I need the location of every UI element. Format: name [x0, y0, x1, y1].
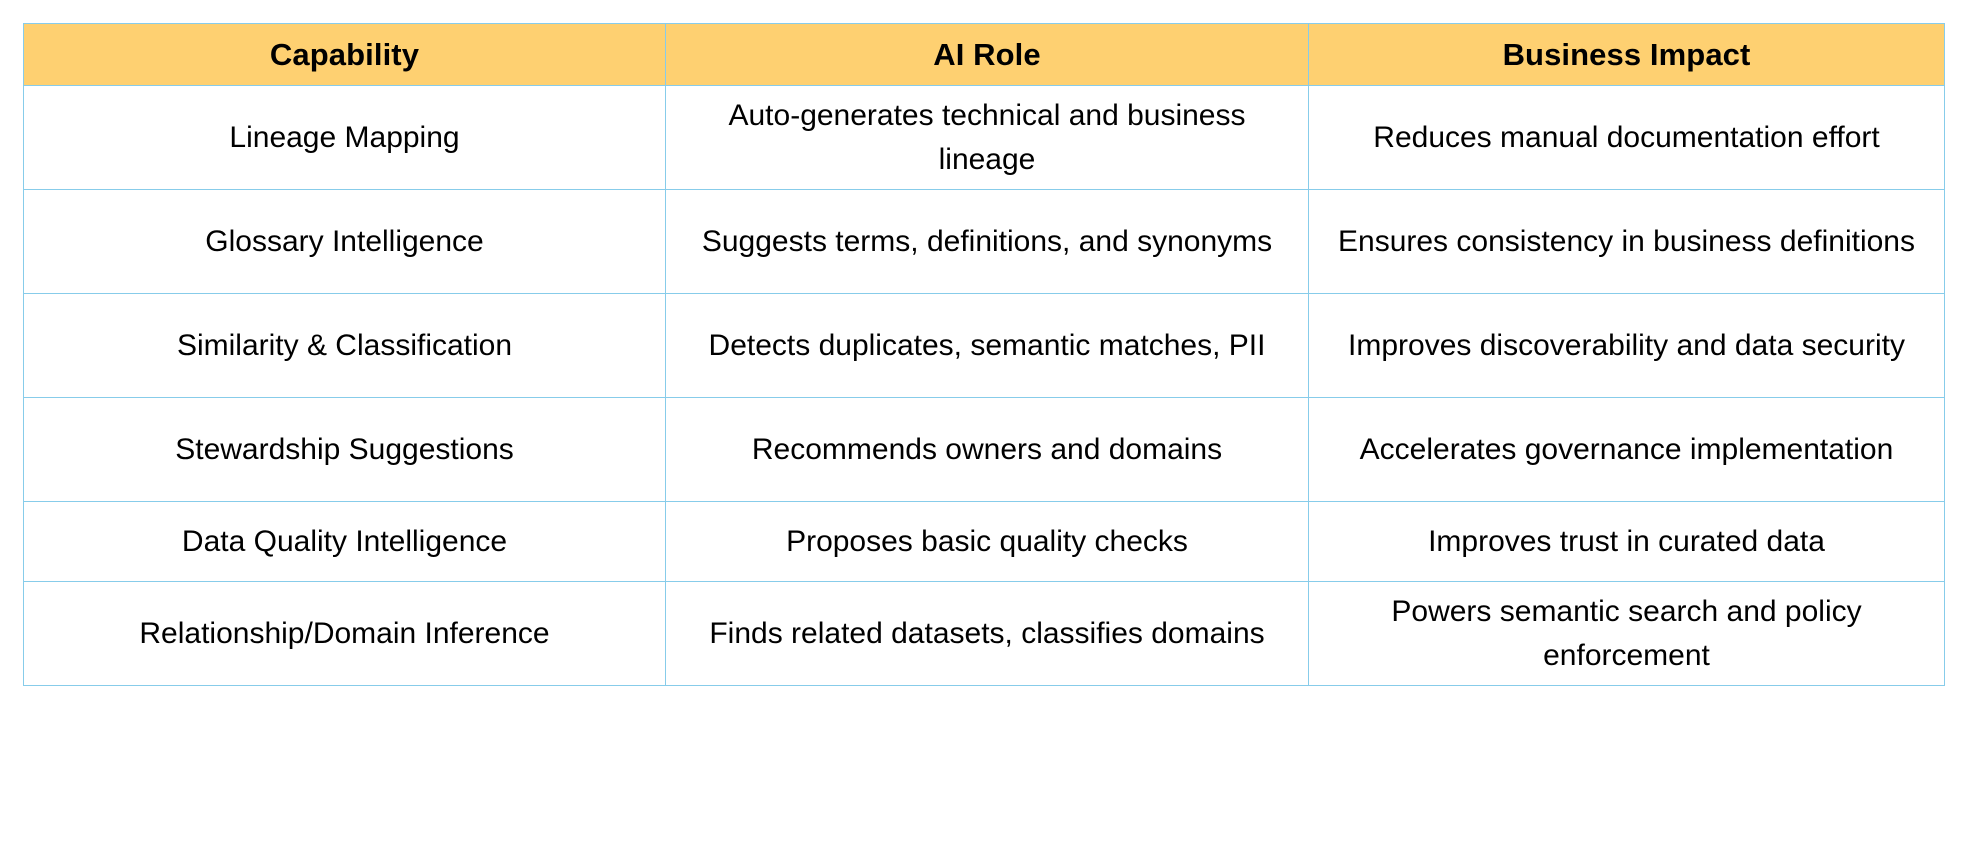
column-header-capability: Capability [23, 23, 666, 86]
table-row: Similarity & Classification Detects dupl… [23, 293, 1945, 398]
cell-business-impact: Reduces manual documentation effort [1308, 85, 1945, 190]
cell-business-impact: Improves discoverability and data securi… [1308, 293, 1945, 398]
cell-capability: Glossary Intelligence [23, 189, 666, 294]
table-body: Lineage Mapping Auto-generates technical… [23, 85, 1945, 686]
cell-ai-role: Detects duplicates, semantic matches, PI… [665, 293, 1309, 398]
cell-ai-role: Recommends owners and domains [665, 397, 1309, 502]
table-row: Data Quality Intelligence Proposes basic… [23, 501, 1945, 582]
column-header-business-impact: Business Impact [1308, 23, 1945, 86]
table-row: Glossary Intelligence Suggests terms, de… [23, 189, 1945, 294]
cell-capability: Similarity & Classification [23, 293, 666, 398]
cell-capability: Stewardship Suggestions [23, 397, 666, 502]
cell-business-impact: Powers semantic search and policy enforc… [1308, 581, 1945, 686]
cell-capability: Relationship/Domain Inference [23, 581, 666, 686]
cell-ai-role: Proposes basic quality checks [665, 501, 1309, 582]
table-row: Lineage Mapping Auto-generates technical… [23, 85, 1945, 190]
cell-ai-role: Finds related datasets, classifies domai… [665, 581, 1309, 686]
cell-business-impact: Ensures consistency in business definiti… [1308, 189, 1945, 294]
cell-business-impact: Accelerates governance implementation [1308, 397, 1945, 502]
cell-capability: Lineage Mapping [23, 85, 666, 190]
cell-ai-role: Auto-generates technical and business li… [665, 85, 1309, 190]
cell-business-impact: Improves trust in curated data [1308, 501, 1945, 582]
cell-capability: Data Quality Intelligence [23, 501, 666, 582]
column-header-ai-role: AI Role [665, 23, 1309, 86]
capability-table-container: Capability AI Role Business Impact Linea… [23, 23, 1945, 686]
capability-table: Capability AI Role Business Impact Linea… [23, 23, 1945, 686]
cell-ai-role: Suggests terms, definitions, and synonym… [665, 189, 1309, 294]
table-header-row: Capability AI Role Business Impact [23, 23, 1945, 86]
table-row: Stewardship Suggestions Recommends owner… [23, 397, 1945, 502]
table-row: Relationship/Domain Inference Finds rela… [23, 581, 1945, 686]
table-header: Capability AI Role Business Impact [23, 23, 1945, 86]
